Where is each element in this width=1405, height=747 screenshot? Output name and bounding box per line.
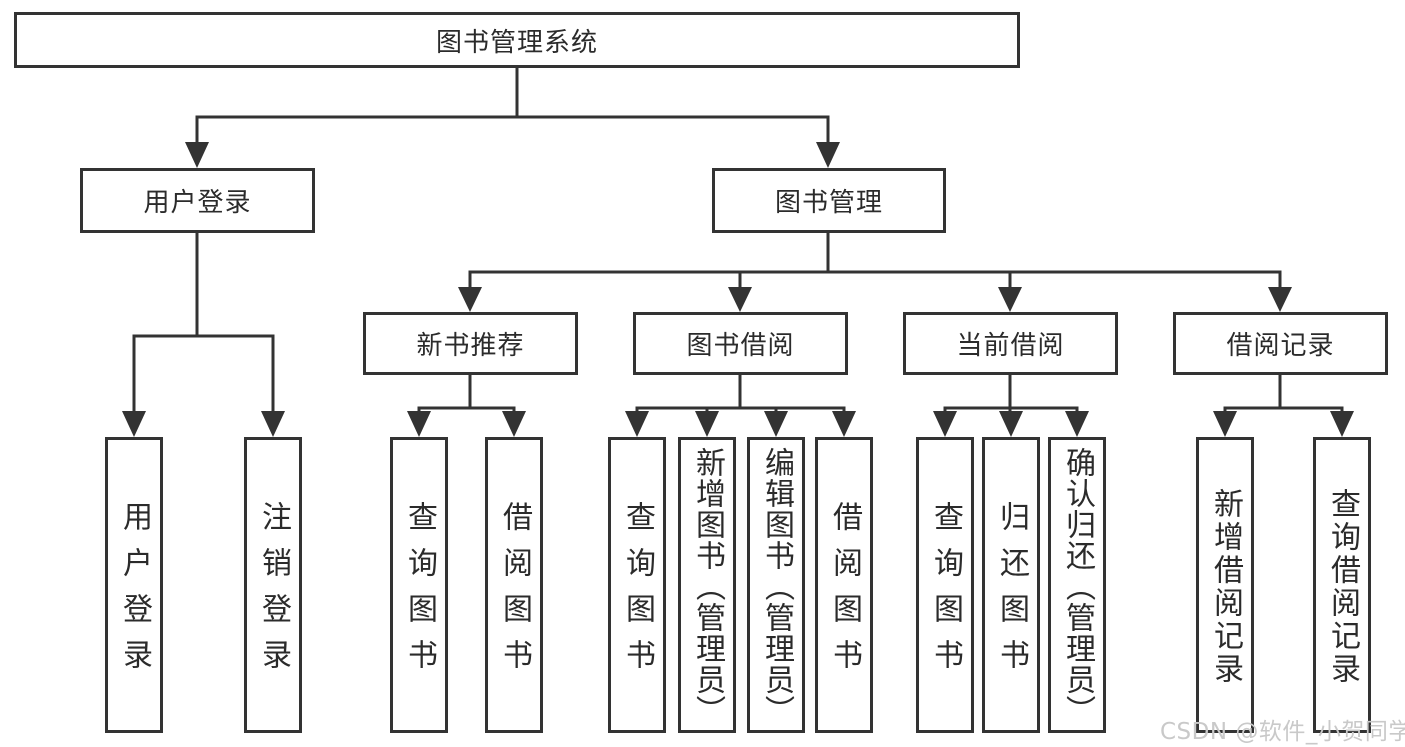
node-borrowing-records: 借阅记录 <box>1173 312 1388 375</box>
node-label: 借阅记录 <box>1226 331 1335 361</box>
node-label: 新书推荐 <box>416 331 525 361</box>
node-label: 用户登录 <box>143 188 252 218</box>
leaf-confirm-return-admin: 确认归还（管理员） <box>1048 437 1106 733</box>
leaf-label: 编辑图书（管理员） <box>759 446 794 726</box>
node-label: 图书管理系统 <box>435 27 598 58</box>
leaf-label: 查询图书 <box>620 501 655 685</box>
node-book-management: 图书管理 <box>712 168 946 233</box>
leaf-label: 查询图书 <box>928 501 963 685</box>
node-book-borrowing: 图书借阅 <box>633 312 848 375</box>
node-label: 图书管理 <box>774 188 883 218</box>
leaf-borrow-books-borrowing: 借阅图书 <box>815 437 873 733</box>
leaf-label: 用户登录 <box>117 501 152 685</box>
leaf-label: 注销登录 <box>256 501 291 685</box>
leaf-label: 确认归还（管理员） <box>1060 446 1095 726</box>
leaf-logout-login: 注销登录 <box>244 437 302 733</box>
leaf-return-books: 归还图书 <box>982 437 1040 733</box>
leaf-label: 查询借阅记录 <box>1325 488 1360 686</box>
leaf-add-borrow-record: 新增借阅记录 <box>1196 437 1254 733</box>
leaf-add-book-admin: 新增图书（管理员） <box>678 437 736 733</box>
csdn-watermark: CSDN @软件_小贺同学 <box>1160 719 1405 745</box>
node-current-borrowing: 当前借阅 <box>903 312 1118 375</box>
leaf-edit-book-admin: 编辑图书（管理员） <box>747 437 805 733</box>
leaf-query-books-current: 查询图书 <box>916 437 974 733</box>
leaf-user-login: 用户登录 <box>105 437 163 733</box>
node-label: 当前借阅 <box>956 331 1065 361</box>
leaf-label: 新增图书（管理员） <box>690 446 725 726</box>
leaf-query-books-recommend: 查询图书 <box>390 437 448 733</box>
leaf-borrow-books-recommend: 借阅图书 <box>485 437 543 733</box>
node-new-book-recommendation: 新书推荐 <box>363 312 578 375</box>
leaf-query-borrow-record: 查询借阅记录 <box>1313 437 1371 733</box>
leaf-label: 借阅图书 <box>827 501 862 685</box>
leaf-label: 新增借阅记录 <box>1208 488 1243 686</box>
node-library-management-system: 图书管理系统 <box>14 12 1020 68</box>
node-label: 图书借阅 <box>686 331 795 361</box>
node-user-login: 用户登录 <box>80 168 315 233</box>
leaf-query-books-borrowing: 查询图书 <box>608 437 666 733</box>
leaf-label: 借阅图书 <box>497 501 532 685</box>
leaf-label: 归还图书 <box>994 501 1029 685</box>
leaf-label: 查询图书 <box>402 501 437 685</box>
